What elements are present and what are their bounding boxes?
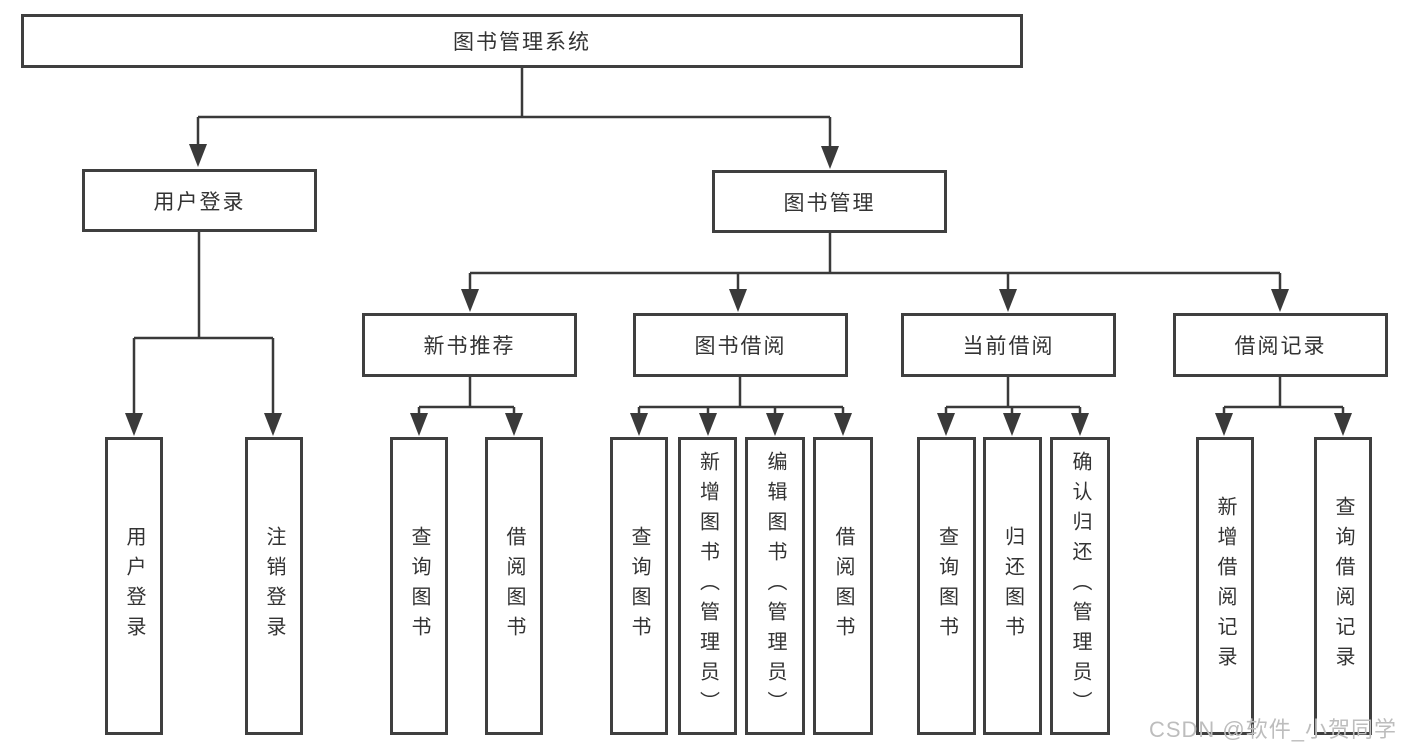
node-label: 借阅记录 bbox=[1234, 335, 1327, 358]
node-current-borrowing: 当前借阅 bbox=[901, 313, 1116, 377]
leaf-add-books-admin: 新增图书（管理员） bbox=[678, 437, 737, 735]
leaf-label: 查询借阅记录 bbox=[1332, 496, 1354, 676]
leaf-logout: 注销登录 bbox=[245, 437, 303, 735]
leaf-label: 新增借阅记录 bbox=[1214, 496, 1236, 676]
leaf-label: 归还图书 bbox=[1001, 526, 1024, 646]
leaf-search-books-recommend: 查询图书 bbox=[390, 437, 448, 735]
leaf-label: 借阅图书 bbox=[503, 526, 525, 646]
leaf-label: 注销登录 bbox=[263, 526, 285, 646]
leaf-label: 查询图书 bbox=[408, 526, 430, 646]
node-library-management-system: 图书管理系统 bbox=[21, 14, 1023, 68]
leaf-search-borrow-record: 查询借阅记录 bbox=[1314, 437, 1372, 735]
leaf-label: 查询图书 bbox=[628, 526, 650, 646]
node-label: 图书管理系统 bbox=[453, 31, 591, 54]
leaf-return-books: 归还图书 bbox=[983, 437, 1042, 735]
leaf-borrow-books-recommend: 借阅图书 bbox=[485, 437, 543, 735]
node-new-book-recommendation: 新书推荐 bbox=[362, 313, 577, 377]
leaf-label: 编辑图书（管理员） bbox=[764, 451, 786, 721]
csdn-watermark: CSDN @软件_小贺同学 bbox=[1148, 717, 1397, 742]
leaf-label: 新增图书（管理员） bbox=[696, 451, 719, 721]
node-user-login: 用户登录 bbox=[82, 169, 317, 232]
leaf-label: 借阅图书 bbox=[832, 526, 854, 646]
leaf-edit-books-admin: 编辑图书（管理员） bbox=[745, 437, 805, 735]
leaf-label: 查询图书 bbox=[935, 526, 958, 646]
leaf-confirm-return-admin: 确认归还（管理员） bbox=[1050, 437, 1110, 735]
node-book-management: 图书管理 bbox=[712, 170, 947, 233]
node-borrowing-records: 借阅记录 bbox=[1173, 313, 1388, 377]
leaf-label: 确认归还（管理员） bbox=[1069, 451, 1091, 721]
node-book-borrowing: 图书借阅 bbox=[633, 313, 848, 377]
leaf-borrow-books: 借阅图书 bbox=[813, 437, 873, 735]
node-label: 图书管理 bbox=[783, 191, 876, 215]
arrowheads bbox=[125, 144, 1352, 436]
node-label: 当前借阅 bbox=[962, 335, 1055, 358]
node-label: 图书借阅 bbox=[694, 335, 787, 358]
node-label: 新书推荐 bbox=[423, 335, 516, 358]
leaf-search-books-current: 查询图书 bbox=[917, 437, 976, 735]
leaf-label: 用户登录 bbox=[123, 526, 145, 646]
leaf-user-login: 用户登录 bbox=[105, 437, 163, 735]
leaf-search-books-borrowing: 查询图书 bbox=[610, 437, 668, 735]
node-label: 用户登录 bbox=[153, 190, 246, 214]
leaf-add-borrow-record: 新增借阅记录 bbox=[1196, 437, 1254, 735]
